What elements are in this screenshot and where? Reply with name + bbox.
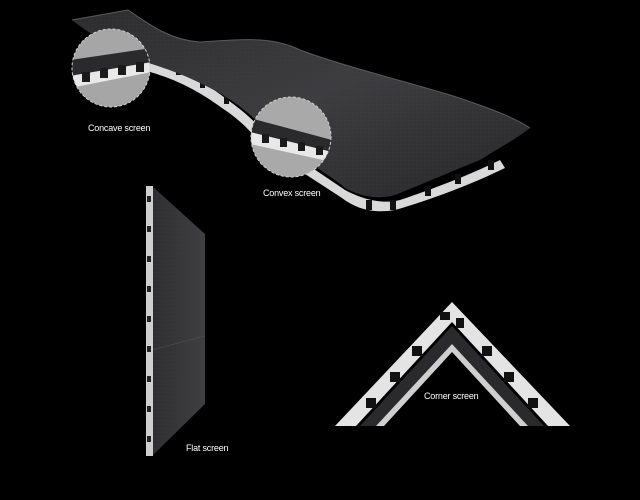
corner-screen-cabinets [335, 302, 570, 426]
flat-led-screen [146, 186, 206, 456]
curved-screen-cabinets [150, 62, 505, 212]
corner-screen-caption: Corner screen [424, 391, 479, 401]
convex-zoom-circle [250, 96, 332, 178]
convex-screen-caption: Convex screen [263, 188, 321, 198]
flat-screen-caption: Flat screen [186, 443, 229, 453]
concave-screen-caption: Concave screen [88, 123, 151, 133]
corner-led-screen [335, 302, 570, 426]
concave-zoom-circle [71, 28, 151, 108]
corner-screen-modules [360, 326, 544, 426]
